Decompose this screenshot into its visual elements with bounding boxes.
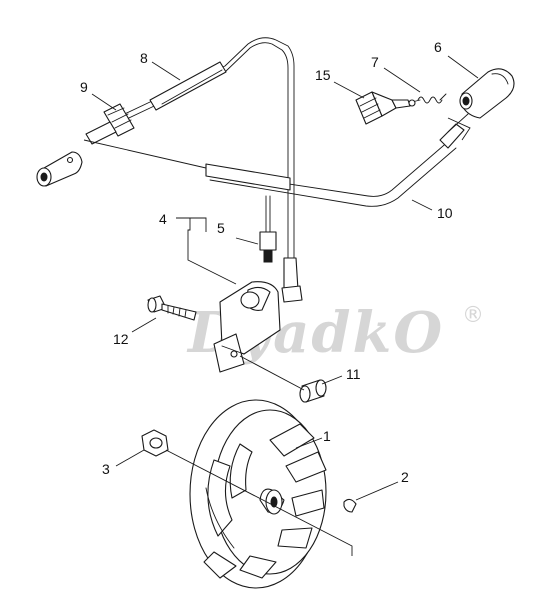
callout-7: 7 [371,54,379,70]
part-5-connector [259,195,277,263]
leader-11-axis [239,355,305,391]
callout-1: 1 [323,428,331,444]
leader-5 [235,237,259,245]
callout-labels: 1 2 3 4 5 6 7 8 9 10 11 12 15 [80,39,453,485]
callout-15: 15 [315,67,331,83]
leader-3-axis [165,449,353,556]
leader-10 [411,199,433,211]
callout-5: 5 [217,220,225,236]
part-6-plug-cap [459,68,515,119]
leader-12 [131,317,157,333]
leader-11 [321,375,343,385]
leader-4 [176,217,237,285]
callout-8: 8 [140,50,148,66]
watermark-registered-mark: ® [462,303,484,328]
part-15-spark-plug [355,91,416,125]
callout-3: 3 [102,461,110,477]
part-3-nut [141,429,169,457]
leader-9-axis [83,139,207,169]
part-9-terminal-grommet [36,103,135,187]
callout-9: 9 [80,79,88,95]
callout-leaders [83,55,479,556]
leader-10-bracket [447,117,471,141]
callout-12: 12 [113,331,129,347]
leader-9 [91,93,117,111]
leader-8 [151,61,181,81]
leader-6 [447,55,479,79]
part-12-bolt [147,295,197,321]
callout-10: 10 [437,205,453,221]
leader-4b [190,217,207,232]
callout-11: 11 [346,366,361,382]
leader-2 [355,481,399,501]
leader-3 [115,449,145,467]
leader-7 [383,67,421,93]
part-10-bent-wire [205,113,469,207]
part-11-spacer [299,379,327,403]
part-1-flywheel [189,399,327,589]
part-4-ignition-coil [213,257,303,373]
leader-15 [333,81,365,99]
callout-4: 4 [159,211,167,227]
part-2-woodruff-key [343,498,357,513]
leader-1 [295,437,323,449]
part-8-ignition-cable [111,37,295,266]
callout-6: 6 [434,39,442,55]
callout-2: 2 [401,469,409,485]
